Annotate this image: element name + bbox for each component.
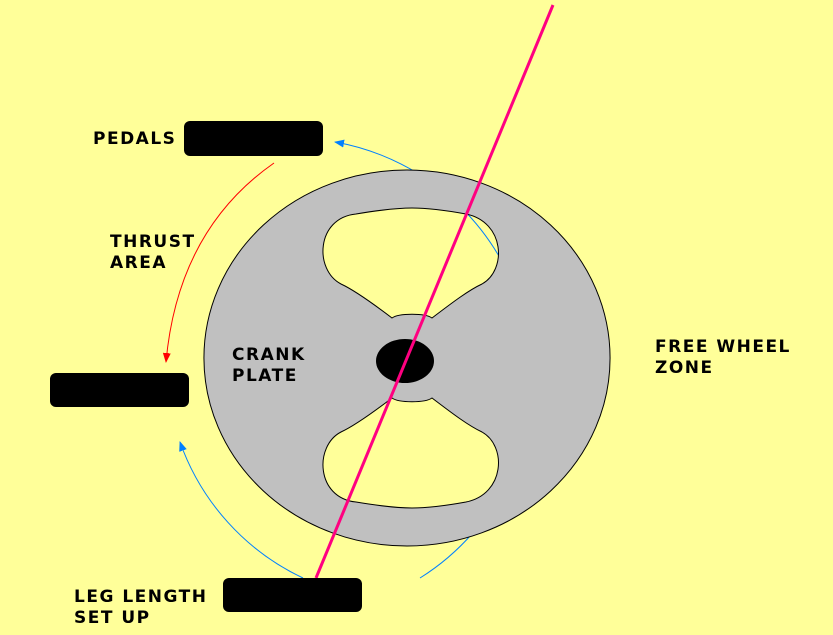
free-wheel-zone-label-line-2: ZONE	[655, 358, 714, 378]
crank-plate-label: CRANK PLATE	[232, 345, 306, 387]
leg-length-label-line-1: LEG LENGTH	[74, 587, 208, 607]
pedal-bottom	[223, 578, 362, 612]
pedal-left	[50, 373, 189, 407]
thrust-area-label: THRUST AREA	[110, 232, 196, 274]
free-wheel-zone-label-line-1: FREE WHEEL	[655, 337, 791, 357]
leg-length-label-line-2: SET UP	[74, 608, 151, 628]
leg-length-set-up-label: LEG LENGTH SET UP	[74, 587, 207, 629]
crank-plate-label-line-1: CRANK	[232, 345, 306, 365]
leg-line	[314, 4, 555, 579]
crank-plate-label-line-2: PLATE	[232, 366, 298, 386]
free-wheel-zone-label: FREE WHEEL ZONE	[655, 337, 791, 379]
thrust-area-label-line-2: AREA	[110, 253, 168, 273]
thrust-area-arrow	[162, 162, 275, 363]
pedal-top	[184, 121, 323, 156]
pedals-label: PEDALS	[93, 129, 177, 149]
free-wheel-return-arrow	[179, 441, 304, 579]
thrust-area-label-line-1: THRUST	[110, 232, 196, 252]
